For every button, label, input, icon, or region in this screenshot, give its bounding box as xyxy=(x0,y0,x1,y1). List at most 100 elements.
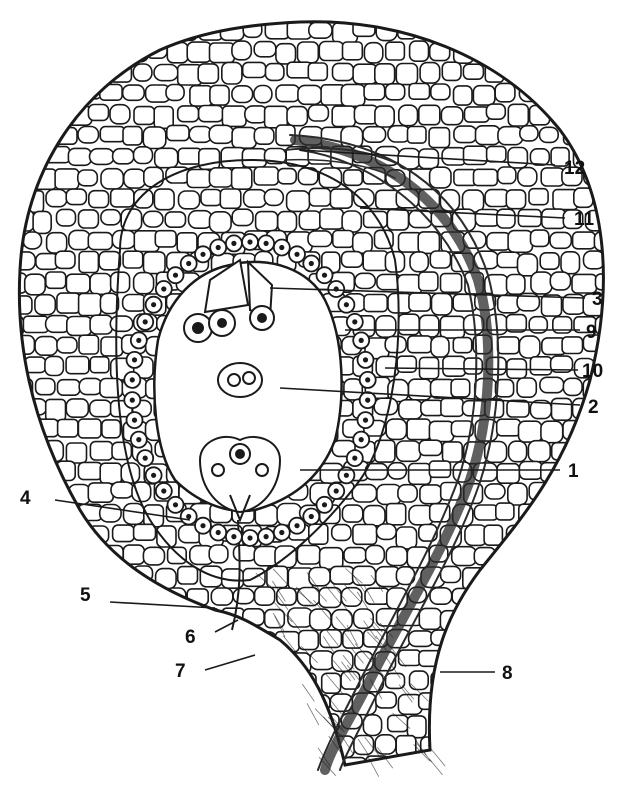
tissue-cell xyxy=(23,651,45,672)
tissue-cell xyxy=(24,567,44,587)
tissue-cell xyxy=(342,211,361,232)
tissue-cell xyxy=(232,86,253,103)
tissue-cell xyxy=(542,590,562,609)
tissue-cell xyxy=(572,608,595,626)
tissue-cell xyxy=(407,716,426,738)
tissue-cell xyxy=(552,736,576,753)
tissue-cell xyxy=(530,567,553,583)
tissue-cell xyxy=(66,357,89,374)
tissue-cell xyxy=(56,504,79,523)
tissue-cell xyxy=(25,22,46,38)
tissue-cell xyxy=(242,149,266,168)
tissue-cell xyxy=(78,127,99,143)
tissue-cell xyxy=(188,716,208,734)
endothelium-nucleus xyxy=(143,456,148,461)
tissue-cell xyxy=(155,231,176,247)
tissue-cell xyxy=(530,357,551,375)
tissue-cell xyxy=(553,695,576,714)
tissue-cell xyxy=(80,756,99,772)
tissue-cell xyxy=(539,546,560,566)
tissue-cell xyxy=(124,631,145,650)
tissue-cell xyxy=(596,147,617,169)
endothelium-nucleus xyxy=(151,473,156,478)
tissue-cell xyxy=(234,545,257,561)
tissue-cell xyxy=(363,506,385,526)
tissue-cell xyxy=(210,714,232,730)
tissue-cell xyxy=(353,566,376,585)
tissue-cell xyxy=(134,524,156,540)
tissue-cell xyxy=(189,211,213,229)
tissue-cell xyxy=(58,380,80,396)
tissue-cell xyxy=(134,147,153,164)
tissue-cell xyxy=(135,735,160,751)
tissue-cell xyxy=(46,190,67,207)
tissue-cell xyxy=(419,440,442,455)
tissue-cell xyxy=(330,566,354,584)
tissue-cell xyxy=(154,65,178,81)
tissue-cell xyxy=(154,189,174,210)
tissue-cell xyxy=(353,525,377,545)
tissue-cell xyxy=(563,673,583,690)
tissue-cell xyxy=(222,695,242,717)
tissue-cell xyxy=(409,293,431,311)
tissue-cell xyxy=(179,191,200,209)
tissue-cell xyxy=(496,503,514,520)
tissue-cell xyxy=(55,715,78,735)
tissue-cell xyxy=(377,524,397,539)
tissue-cell xyxy=(101,716,122,733)
tissue-cell xyxy=(276,673,301,694)
tissue-cell xyxy=(463,64,483,79)
tissue-cell xyxy=(144,716,163,738)
tissue-cell xyxy=(58,587,80,608)
tissue-cell xyxy=(199,106,223,122)
tissue-cell xyxy=(476,630,500,651)
tissue-cell xyxy=(595,527,617,545)
tissue-cell xyxy=(585,548,604,563)
tissue-cell xyxy=(542,715,563,731)
tissue-cell xyxy=(24,735,43,753)
tissue-cell xyxy=(210,85,229,105)
tissue-cell xyxy=(507,567,528,588)
tissue-cell xyxy=(33,671,54,690)
tissue-cell xyxy=(167,125,189,140)
tissue-cell xyxy=(453,631,472,648)
tissue-cell xyxy=(102,629,127,650)
hatch-stroke xyxy=(428,745,445,766)
tissue-cell xyxy=(132,609,155,624)
tissue-cell xyxy=(2,567,25,583)
tissue-cell xyxy=(13,84,33,104)
tissue-cell xyxy=(209,545,228,563)
endothelium-nucleus xyxy=(309,261,314,266)
tissue-cell xyxy=(552,610,575,627)
tissue-cell xyxy=(297,546,320,565)
tissue-cell xyxy=(387,209,408,230)
tissue-cell xyxy=(233,757,251,779)
tissue-cell xyxy=(409,464,431,485)
tissue-cell xyxy=(608,505,617,523)
tissue-cell xyxy=(596,695,617,714)
tissue-cell xyxy=(55,251,75,268)
tissue-cell xyxy=(572,525,592,545)
tissue-cell xyxy=(88,483,113,502)
tissue-cell xyxy=(596,62,617,79)
tissue-cell xyxy=(45,356,64,375)
tissue-cell xyxy=(399,400,422,419)
tissue-cell xyxy=(101,43,125,61)
tissue-cell xyxy=(386,84,405,100)
tissue-cell xyxy=(12,252,35,270)
tissue-cell xyxy=(112,695,133,716)
tissue-cell xyxy=(563,588,586,608)
tissue-cell xyxy=(410,252,428,272)
tissue-cell xyxy=(156,735,175,754)
tissue-cell xyxy=(133,23,156,40)
tissue-cell xyxy=(189,757,211,773)
tissue-cell xyxy=(44,610,66,627)
tissue-cell xyxy=(66,443,86,463)
tissue-cell xyxy=(528,441,550,462)
tissue-cell xyxy=(608,631,617,653)
tissue-cell xyxy=(429,128,449,148)
tissue-cell xyxy=(165,212,185,227)
endothelium-nucleus xyxy=(130,377,135,382)
tissue-cell xyxy=(123,716,144,732)
tissue-cell xyxy=(594,609,615,627)
